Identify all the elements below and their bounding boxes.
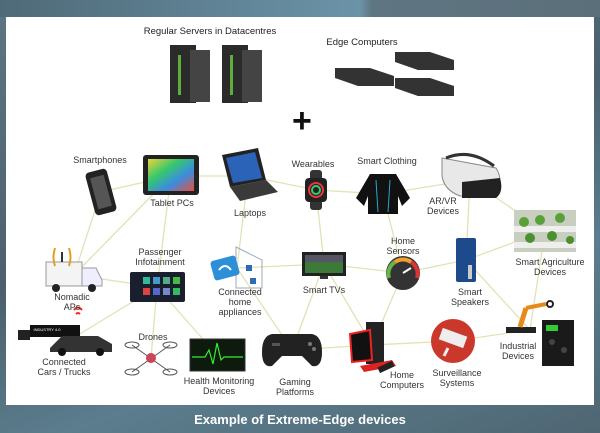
home-computer-icon [348, 322, 396, 374]
label-text: Cars / Trucks [37, 367, 91, 377]
smartwatch-icon [305, 170, 327, 210]
drone-icon [124, 341, 178, 376]
label-text: Platforms [275, 387, 315, 397]
label-text: Laptops [233, 208, 267, 218]
label-drones: Drones [138, 332, 167, 342]
label-text: Home [390, 236, 415, 246]
label-text: Sensors [386, 246, 420, 256]
label-text: Computers [379, 380, 425, 390]
server-rack-icon [170, 45, 262, 103]
label-text: Devices [202, 386, 236, 396]
label-text: Devices [501, 351, 534, 361]
label-laptops: Laptops [234, 208, 266, 218]
infotainment-screen-icon [130, 272, 185, 302]
servers-label: Regular Servers in Datacentres [143, 26, 277, 37]
label-wearables: Wearables [292, 159, 335, 169]
nomadic-ap-van-icon [45, 247, 103, 292]
surveillance-camera-icon [431, 319, 475, 363]
label-text: home [228, 297, 252, 307]
label-text: Devices [533, 267, 566, 277]
label-text: appliances [218, 307, 262, 317]
connected-home-icon [210, 246, 263, 289]
label-text: Industrial [499, 341, 537, 351]
smart-speaker-icon [456, 238, 476, 282]
vr-headset-icon [441, 152, 502, 198]
label-text: Smart Clothing [357, 156, 417, 166]
smart-tv-icon [302, 252, 346, 279]
heart-monitor-icon [189, 338, 246, 372]
label-smart-tvs: Smart TVs [303, 285, 345, 295]
label-text: Connected [218, 287, 262, 297]
industrial-robot-icon [506, 300, 574, 366]
label-text: Tablet PCs [150, 198, 194, 208]
home-sensor-gauge-icon [386, 256, 420, 290]
edge-speakers-industrial [465, 259, 531, 331]
top-banner [0, 0, 600, 17]
label-text: Passenger [138, 247, 182, 257]
label-text: Systems [439, 378, 475, 388]
edge-computer-icon [335, 52, 454, 96]
label-text: Smart Agriculture [515, 257, 585, 267]
smart-agriculture-icon [514, 210, 576, 252]
laptop-icon [222, 148, 278, 201]
label-smart-clothing: Smart Clothing [357, 156, 417, 166]
label-text: Smart [457, 287, 482, 297]
label-text: Gaming [279, 377, 311, 387]
label-text: Nomadic [54, 292, 90, 302]
label-text: Devices [426, 206, 460, 216]
label-smartphones: Smartphones [73, 155, 127, 165]
edge-computers-label: Edge Computers [326, 37, 398, 48]
figure-caption: Example of Extreme-Edge devices [194, 412, 406, 427]
plus-sign: + [292, 102, 312, 140]
smartphone-icon [85, 168, 117, 216]
label-text: Home [389, 370, 415, 380]
label-text: Smart TVs [302, 285, 346, 295]
label-text: AR/VR [429, 196, 457, 206]
label-text: Surveillance [432, 368, 482, 378]
label-text: Wearables [291, 159, 335, 169]
label-text: Health Monitoring [183, 376, 255, 386]
label-text: Smartphones [73, 155, 127, 165]
label-text: Drones [138, 332, 168, 342]
gamepad-icon [262, 334, 322, 367]
truck-text: INDUSTRY 4.0 [33, 327, 61, 332]
label-tablets: Tablet PCs [150, 198, 194, 208]
tablet-icon [143, 155, 199, 195]
label-text: Speakers [450, 297, 490, 307]
label-text: Connected [42, 357, 86, 367]
label-text: Infotainment [135, 257, 185, 267]
smart-jacket-icon [356, 174, 410, 214]
label-text: APs [63, 302, 81, 312]
connected-car-truck-icon [18, 306, 112, 356]
